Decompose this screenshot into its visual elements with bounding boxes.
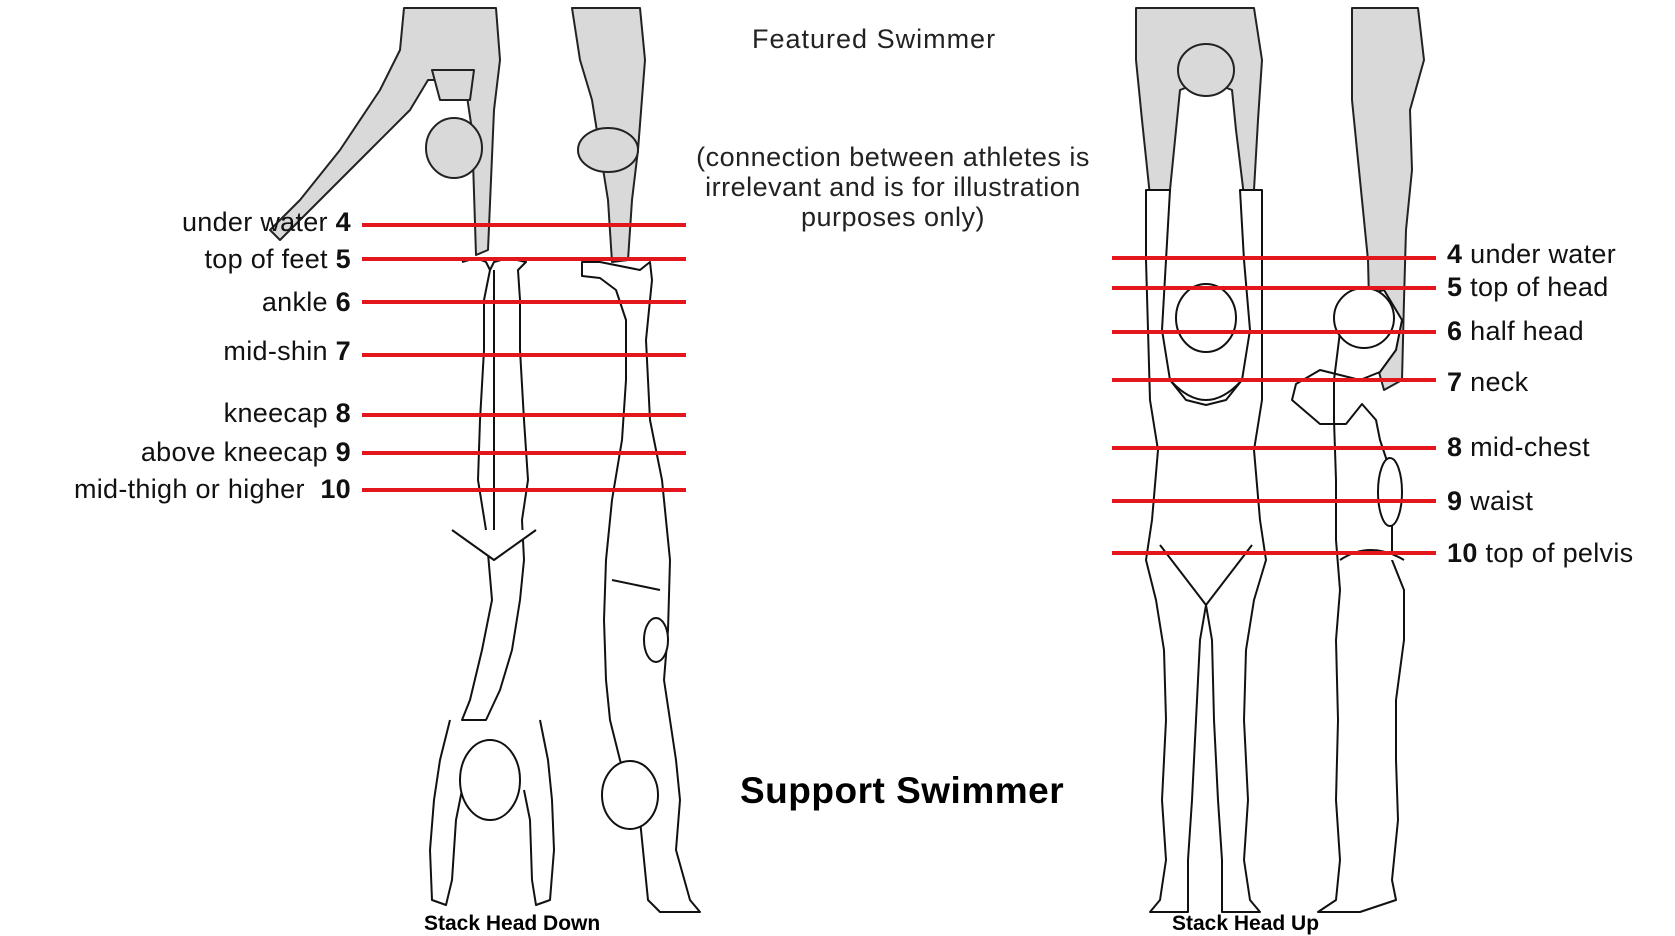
right-level-label: 10 top of pelvis	[1447, 538, 1633, 568]
left-level-label: mid-thigh or higher 10	[74, 474, 351, 504]
illustration-note: (connection between athletes is irreleva…	[688, 142, 1098, 232]
left-level-label: under water 4	[182, 207, 351, 237]
left-level-label: kneecap 8	[224, 398, 351, 428]
support-swimmer-left-side	[582, 262, 700, 912]
right-level-label: 4 under water	[1447, 239, 1616, 269]
featured-swimmer-title: Featured Swimmer	[752, 24, 996, 55]
right-level-label: 5 top of head	[1447, 272, 1609, 302]
right-level-label: 6 half head	[1447, 316, 1584, 346]
featured-swimmer-right-front	[1136, 8, 1262, 196]
right-level-label: 8 mid-chest	[1447, 432, 1590, 462]
right-panel-caption: Stack Head Up	[1172, 912, 1319, 936]
left-level-label: ankle 6	[262, 287, 351, 317]
right-level-label: 7 neck	[1447, 367, 1528, 397]
left-level-label: mid-shin 7	[223, 336, 351, 366]
left-panel-caption: Stack Head Down	[424, 912, 600, 936]
support-swimmer-title: Support Swimmer	[740, 770, 1064, 812]
left-level-label: top of feet 5	[204, 244, 351, 274]
left-level-label: above kneecap 9	[141, 437, 351, 467]
right-level-label: 9 waist	[1447, 486, 1533, 516]
